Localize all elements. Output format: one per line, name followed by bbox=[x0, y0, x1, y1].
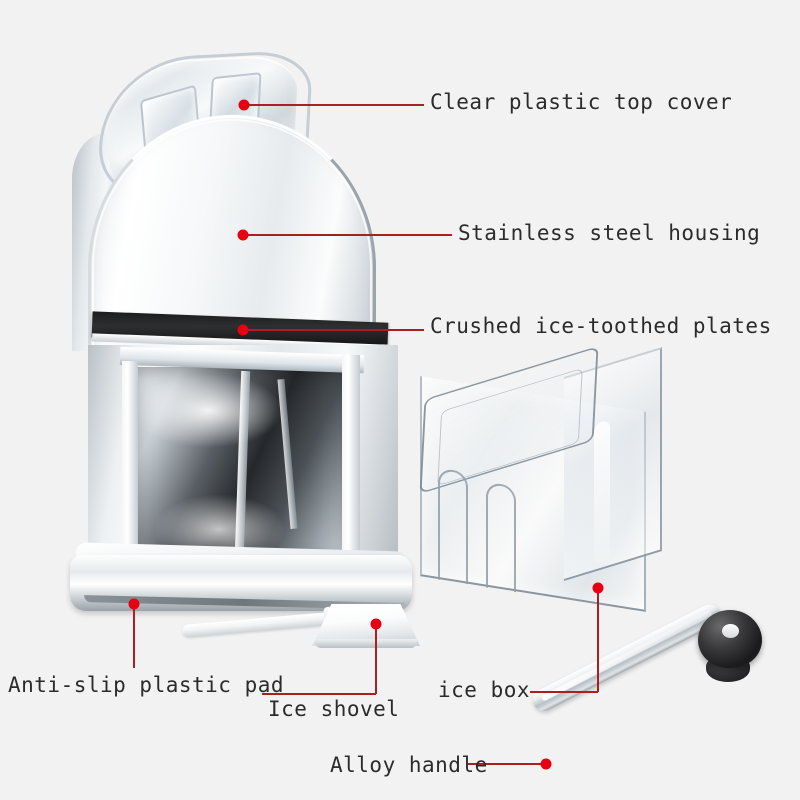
leader-line-stainless-steel-housing bbox=[243, 234, 452, 236]
leader-line-alloy-handle bbox=[468, 763, 546, 765]
frame-post-left bbox=[122, 361, 138, 571]
marker-dot-alloy-handle bbox=[540, 758, 552, 770]
leader-line-crushed-ice-toothed-plates bbox=[243, 329, 424, 331]
alloy-handle-knob-hole bbox=[722, 624, 739, 638]
label-anti-slip-plastic-pad: Anti-slip plastic pad bbox=[8, 673, 285, 697]
label-ice-box: ice box bbox=[438, 678, 531, 702]
marker-dot-ice-shovel bbox=[370, 618, 382, 630]
ice-shovel-scoop-lip bbox=[315, 639, 417, 648]
leader-line-ice-shovel-horizontal bbox=[262, 693, 376, 695]
leader-line-ice-shovel-vertical bbox=[375, 624, 377, 694]
label-clear-plastic-top-cover: Clear plastic top cover bbox=[430, 90, 733, 114]
label-ice-shovel: Ice shovel bbox=[268, 697, 400, 721]
label-crushed-ice-toothed-plates: Crushed ice-toothed plates bbox=[430, 314, 772, 338]
alloy-handle-arm-highlight bbox=[540, 610, 713, 702]
leader-line-anti-slip-plastic-pad bbox=[133, 604, 135, 668]
leader-line-ice-box-horizontal bbox=[530, 691, 598, 693]
leader-line-ice-box-vertical bbox=[597, 588, 599, 692]
marker-dot-ice-box bbox=[592, 582, 604, 594]
ice-box-arch-cutout-left bbox=[438, 467, 468, 585]
marker-dot-clear-plastic-top-cover bbox=[238, 99, 250, 111]
marker-dot-crushed-ice-toothed-plates bbox=[237, 324, 249, 336]
marker-dot-stainless-steel-housing bbox=[237, 229, 249, 241]
label-alloy-handle: Alloy handle bbox=[330, 753, 488, 777]
ice-box-gloss-highlight bbox=[594, 419, 610, 565]
ice-box-arch-cutout-right bbox=[486, 481, 516, 593]
alloy-handle bbox=[529, 600, 790, 778]
label-stainless-steel-housing: Stainless steel housing bbox=[458, 221, 761, 245]
ice-crusher-machine bbox=[70, 49, 412, 615]
ice-box bbox=[408, 345, 688, 622]
alloy-handle-knob bbox=[698, 610, 762, 668]
leader-line-clear-plastic-top-cover bbox=[244, 104, 424, 106]
frame-post-right bbox=[342, 355, 360, 569]
ice-shovel bbox=[181, 596, 432, 656]
marker-dot-anti-slip-plastic-pad bbox=[128, 598, 140, 610]
